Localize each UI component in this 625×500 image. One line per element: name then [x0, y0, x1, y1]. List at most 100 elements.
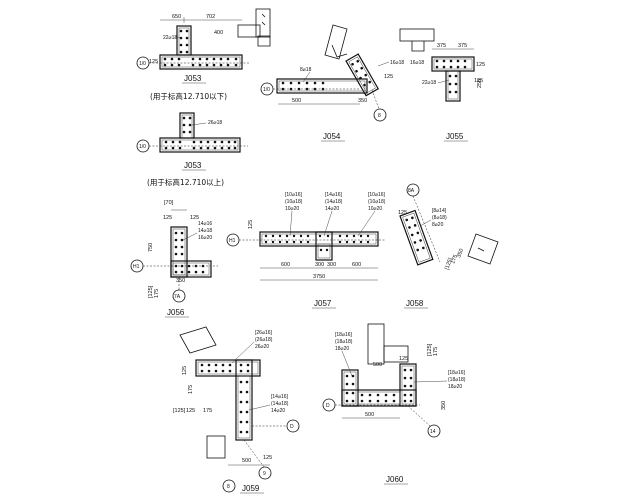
j054-rebar-1: 8⌀18 [300, 67, 312, 73]
j057-dim-3750: 3750 [313, 274, 325, 280]
j060-rebar-a1: [18⌀16] [335, 332, 353, 338]
j057-dim-300b: 300 [327, 262, 336, 268]
j054-dim-500: 500 [292, 98, 301, 104]
j053b-label: J053 [184, 161, 202, 170]
j055-dim-125b: 125 [474, 78, 483, 84]
j059-grid-8: 8 [227, 484, 230, 490]
j059-dim-125c: 125 [186, 408, 195, 414]
j055-label: J055 [446, 132, 464, 141]
j054-dim-350: 350 [358, 98, 367, 104]
j057-axis: H1 [229, 238, 236, 244]
j059-dim-125d: 125 [263, 455, 272, 461]
j060-dim-500a: 500 [365, 412, 374, 418]
j060-rebar-a2: (18⌀18) [335, 339, 353, 345]
detail-j053a: 650 702 400 22⌀18 125 1/0 J053 (用于标高12.7… [136, 8, 271, 101]
detail-j057: [10⌀16] (10⌀18) 10⌀20 [14⌀16] (14⌀18) 14… [226, 192, 386, 309]
j053a-dim-125: 125 [149, 59, 158, 65]
j053a-note: (用于标高12.710以下) [150, 91, 227, 101]
j054-grid: 8 [378, 113, 381, 119]
j060-dim-175: 175 [433, 347, 439, 356]
j060-rebar-a3: 18⌀20 [335, 346, 349, 352]
j053a-dim-650: 650 [172, 14, 181, 20]
j059-rebar-b2: (14⌀18) [271, 401, 289, 407]
j060-grid-14: 14 [430, 429, 436, 435]
j059-grid-d: D [290, 424, 294, 430]
j057-dim-600a: 600 [281, 262, 290, 268]
j058-dim-350: 350 [456, 248, 465, 259]
j057-dim-125: 125 [248, 220, 254, 229]
j053a-axis: 1/0 [139, 61, 146, 67]
j057-dim-600b: 600 [352, 262, 361, 268]
j060-rebar-b1: [18⌀16] [448, 370, 466, 376]
j053b-rebar: 26⌀18 [208, 120, 222, 126]
j060-label: J060 [386, 475, 404, 484]
j058-rebar-2: (8⌀18) [432, 215, 447, 221]
j058-rebar-1: [8⌀14] [432, 208, 447, 214]
detail-j059: [26⌀16] (26⌀18) 26⌀20 [14⌀16] (14⌀18) 14… [173, 326, 300, 494]
j057-rebar-c1: [10⌀16] [368, 192, 386, 198]
j054-axis: 1/0 [263, 87, 270, 93]
j060-dim-125: 125 [399, 356, 408, 362]
j053a-dim-400: 400 [214, 30, 223, 36]
j060-dim-125b: [125] [427, 343, 433, 356]
j056-dim-175: 175 [154, 289, 160, 298]
j057-rebar-c2: (10⌀18) [368, 199, 386, 205]
j056-rebar-2: 14⌀18 [198, 228, 212, 234]
detail-j053b: 26⌀18 1/0 J053 (用于标高12.710以上) [136, 112, 248, 187]
j057-dim-300a: 300 [315, 262, 324, 268]
j059-label: J059 [242, 484, 260, 493]
j060-dim-500b: 500 [373, 362, 382, 368]
j060-rebar-b3: 18⌀20 [448, 384, 462, 390]
j058-label: J058 [406, 299, 424, 308]
j057-rebar-b2: (14⌀18) [325, 199, 343, 205]
j059-dim-125b: [125] [173, 408, 186, 414]
j059-dim-175a: 175 [188, 385, 194, 394]
j053a-label: J053 [184, 74, 202, 83]
j057-rebar-a2: (10⌀18) [285, 199, 303, 205]
j055-dim-125a: 125 [476, 62, 485, 68]
j053a-dim-702: 702 [206, 14, 215, 20]
j060-dim-350: 350 [441, 401, 447, 410]
j060-grid-d: D [326, 403, 330, 409]
j056-grid: 7A [174, 294, 181, 300]
j059-rebar-a1: [26⌀16] [255, 330, 273, 336]
j053b-note: (用于标高12.710以上) [147, 177, 224, 187]
detail-j058: 8A [8⌀14] (8⌀18) 8⌀20 125 [125] 175 350 … [398, 183, 499, 309]
j058-grid: 8A [408, 188, 415, 194]
j058-dim-175: 175 [450, 254, 459, 265]
j055-dim-375a: 375 [437, 43, 446, 49]
j055-rebar-1: 16⌀18 [410, 60, 424, 66]
j059-grid-9: 9 [263, 471, 266, 477]
j059-rebar-a3: 26⌀20 [255, 344, 269, 350]
j056-dim-125b: 125 [163, 215, 172, 221]
detail-j060: [18⌀16] (18⌀18) 18⌀20 [18⌀16] (18⌀18) 18… [322, 323, 466, 485]
j057-rebar-c3: 10⌀20 [368, 206, 382, 212]
j058-dim-125b: [125] [444, 257, 454, 271]
detail-j056: [70] 125 125 750 [125] 175 350 14⌀16 14⌀… [130, 200, 218, 318]
j059-rebar-b3: 14⌀20 [271, 408, 285, 414]
j055-dim-375b: 375 [458, 43, 467, 49]
j057-rebar-b1: [14⌀16] [325, 192, 343, 198]
j056-dim-125a: 125 [190, 215, 199, 221]
j056-rebar-3: 16⌀20 [198, 235, 212, 241]
j057-rebar-a1: [10⌀16] [285, 192, 303, 198]
j059-dim-500: 500 [242, 458, 251, 464]
j059-dim-125a: 125 [182, 366, 188, 375]
j059-rebar-b1: [14⌀16] [271, 394, 289, 400]
j057-rebar-a3: 10⌀20 [285, 206, 299, 212]
j058-rebar-3: 8⌀20 [432, 222, 444, 228]
j055-dim-250: 250 [477, 79, 483, 88]
detail-j054: 8⌀18 16⌀18 1/0 500 350 125 8 J054 [260, 24, 404, 142]
j054-dim-125: 125 [384, 74, 393, 80]
j056-dim-125c: [125] [148, 285, 154, 298]
j056-dim-350: 350 [176, 278, 185, 284]
j060-rebar-b2: (18⌀18) [448, 377, 466, 383]
j054-rebar-2: 16⌀18 [390, 60, 404, 66]
j054-label: J054 [323, 132, 341, 141]
j057-label: J057 [314, 299, 332, 308]
detail-j055: 375 375 125 125 250 16⌀18 22⌀18 J055 [399, 28, 485, 142]
j059-dim-175b: 175 [203, 408, 212, 414]
j053a-rebar: 22⌀18 [163, 35, 177, 41]
j057-rebar-b3: 14⌀20 [325, 206, 339, 212]
